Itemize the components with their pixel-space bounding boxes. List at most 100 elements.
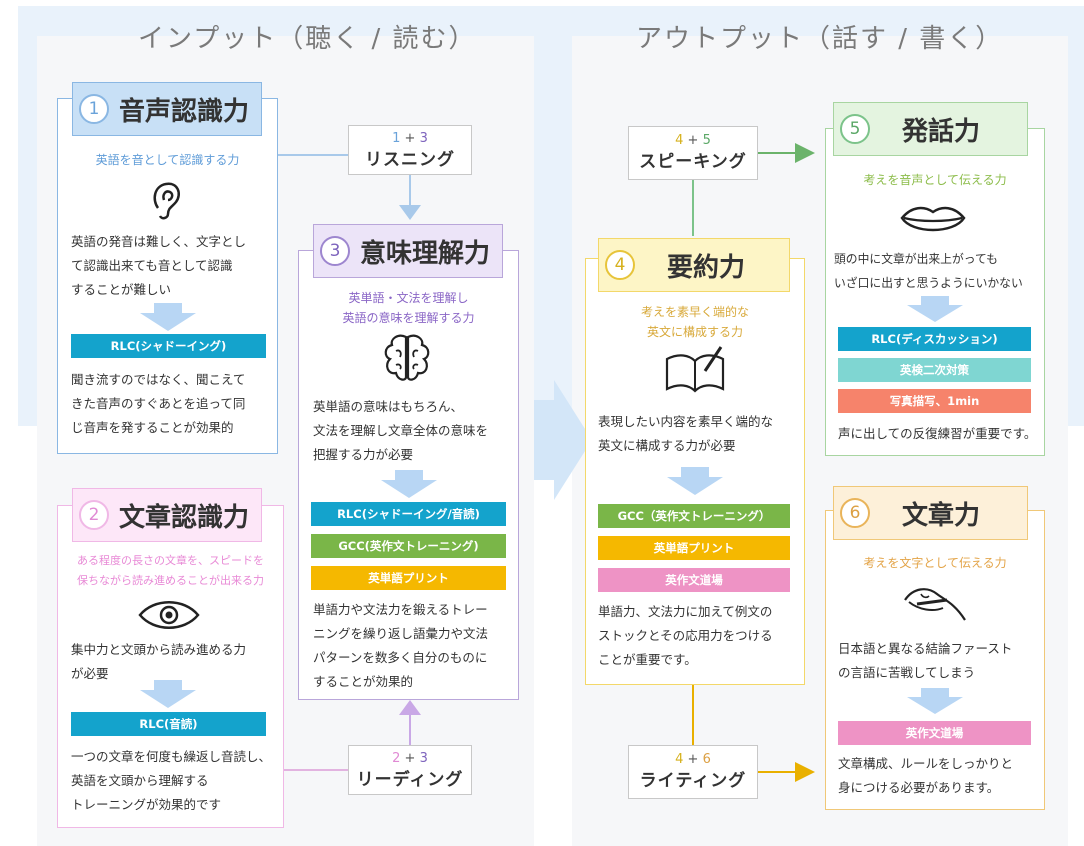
card4-result: 単語力、文法力に加えて例文の ストックとその応用力をつける ことが重要です。 xyxy=(598,600,803,672)
card5-number: 5 xyxy=(840,114,870,144)
lips-icon xyxy=(900,206,966,232)
result-line: 単語力、文法力に加えて例文の xyxy=(598,604,773,619)
desc-line: の言語に苦戦してしまう xyxy=(838,665,976,680)
down-arrow-icon xyxy=(907,688,963,714)
result-line: きた音声のすぐあとを追って同 xyxy=(71,396,246,411)
plus-sign: + xyxy=(404,131,416,146)
card2-tab: 2 文章認識力 xyxy=(72,488,262,542)
subtitle-line: 考えを素早く端的な xyxy=(640,305,749,319)
subtitle-line: ある程度の長さの文章を、スピードを xyxy=(77,554,264,567)
card1-tag: RLC(シャドーイング) xyxy=(71,334,266,358)
card-speech-recognition xyxy=(57,98,278,454)
skill-reading-label: リーディング xyxy=(356,770,464,790)
card1-title: 音声認識力 xyxy=(119,96,250,127)
subtitle-line: 英単語・文法を理解し xyxy=(348,291,469,305)
card6-number: 6 xyxy=(840,498,870,528)
plus-sign: + xyxy=(404,751,416,766)
desc-line: が必要 xyxy=(71,666,109,681)
down-arrow-icon xyxy=(140,680,196,708)
card2-title: 文章認識力 xyxy=(119,502,250,533)
desc-line: することが難しい xyxy=(71,282,172,297)
result-line: ことが重要です。 xyxy=(598,652,697,667)
card2-number: 2 xyxy=(79,500,109,530)
card1-number: 1 xyxy=(79,94,109,124)
skill-num-b: 3 xyxy=(419,751,428,766)
subtitle-line: 英文に構成する力 xyxy=(646,325,743,339)
card1-result: 聞き流すのではなく、聞こえて きた音声のすぐあとを追って同 じ音声を発することが… xyxy=(71,368,271,440)
card1-tab: 1 音声認識力 xyxy=(72,82,262,136)
plus-sign: + xyxy=(687,133,699,148)
card3-number: 3 xyxy=(320,236,350,266)
skill-speaking-nums: 4 + 5 xyxy=(629,132,757,150)
card6-tab: 6 文章力 xyxy=(833,486,1028,540)
card1-description: 英語の発音は難しく、文字とし て認識出来ても音として認識 することが難しい xyxy=(71,230,271,302)
down-arrow-icon xyxy=(140,303,196,331)
desc-line: 英文に構成する力が必要 xyxy=(598,438,736,453)
result-line: 声に出しての反復練習が重要です。 xyxy=(838,426,1037,441)
card6-tag: 英作文道場 xyxy=(838,721,1031,745)
result-line: ニングを繰り返し語彙力や文法 xyxy=(313,626,489,641)
result-line: 聞き流すのではなく、聞こえて xyxy=(71,372,246,387)
brain-icon xyxy=(384,334,430,381)
desc-line: 英単語の意味はもちろん、 xyxy=(313,399,464,414)
down-arrow-icon xyxy=(381,470,437,498)
card6-title: 文章力 xyxy=(902,500,981,531)
skill-num-a: 1 xyxy=(392,131,401,146)
input-to-output-arrow xyxy=(534,380,592,500)
skill-reading-nums: 2 + 3 xyxy=(349,750,471,768)
card4-number: 4 xyxy=(605,250,635,280)
subtitle-line: 保ちながら読み進めることが出来る力 xyxy=(77,574,264,587)
card4-tag-2: 英単語プリント xyxy=(598,536,790,560)
desc-line: 把握する力が必要 xyxy=(313,447,414,462)
skill-speaking-label: スピーキング xyxy=(639,152,747,172)
card4-tag-3: 英作文道場 xyxy=(598,568,790,592)
desc-line: いざ口に出すと思うようにいかない xyxy=(834,276,1023,290)
desc-line: 表現したい内容を素早く端的な xyxy=(598,414,774,429)
card5-tag-2: 英検二次対策 xyxy=(838,358,1031,382)
card5-result: 声に出しての反復練習が重要です。 xyxy=(838,422,1043,446)
input-section-title: インプット（聴く / 読む） xyxy=(138,24,477,54)
result-line: ストックとその応用力をつける xyxy=(598,628,773,643)
desc-line: て認識出来ても音として認識 xyxy=(71,258,233,273)
skill-listening-label: リスニング xyxy=(365,150,455,170)
writing-hand-icon xyxy=(904,588,966,621)
result-line: 単語力や文法力を鍛えるトレー xyxy=(313,602,488,617)
skill-listening: 1 + 3 リスニング xyxy=(348,125,472,175)
card2-subtitle: ある程度の長さの文章を、スピードを 保ちながら読み進めることが出来る力 xyxy=(57,551,284,591)
card6-subtitle: 考えを文字として伝える力 xyxy=(863,556,1007,570)
down-arrow-icon xyxy=(667,467,723,495)
card2-description: 集中力と文頭から読み進める力 が必要 xyxy=(71,638,276,686)
skill-num-a: 2 xyxy=(392,751,401,766)
book-icon xyxy=(665,346,725,393)
card5-description: 頭の中に文章が出来上がっても いざ口に出すと思うようにいかない xyxy=(834,247,1044,295)
card-sentence-recognition xyxy=(57,505,284,828)
card6-result: 文章構成、ルールをしっかりと 身につける必要があります。 xyxy=(838,752,1043,800)
desc-line: 頭の中に文章が出来上がっても xyxy=(834,252,998,266)
card5-tab: 5 発話力 xyxy=(833,102,1028,156)
card5-tag-1: RLC(ディスカッション) xyxy=(838,327,1031,351)
result-line: 一つの文章を何度も繰返し音読し、 xyxy=(71,749,272,764)
card3-result: 単語力や文法力を鍛えるトレー ニングを繰り返し語彙力や文法 パターンを数多く自分… xyxy=(313,598,518,694)
output-section-title: アウトプット（話す / 書く） xyxy=(636,24,1004,54)
result-line: 文章構成、ルールをしっかりと xyxy=(838,756,1014,771)
desc-line: 集中力と文頭から読み進める力 xyxy=(71,642,247,657)
down-arrow-icon xyxy=(907,296,963,322)
card3-tag-2: GCC(英作文トレーニング) xyxy=(311,534,506,558)
desc-line: 日本語と異なる結論ファースト xyxy=(838,641,1013,656)
result-line: することが効果的 xyxy=(313,674,414,689)
card5-subtitle: 考えを音声として伝える力 xyxy=(863,173,1007,187)
skill-reading: 2 + 3 リーディング xyxy=(348,745,472,795)
desc-line: 文法を理解し文章全体の意味を xyxy=(313,423,489,438)
skill-num-a: 4 xyxy=(675,752,684,767)
result-line: トレーニングが効果的です xyxy=(71,797,222,812)
card3-tag-1: RLC(シャドーイング/音読) xyxy=(311,502,506,526)
skill-num-b: 5 xyxy=(702,133,711,148)
card3-title: 意味理解力 xyxy=(360,238,491,269)
skill-num-a: 4 xyxy=(675,133,684,148)
card3-description: 英単語の意味はもちろん、 文法を理解し文章全体の意味を 把握する力が必要 xyxy=(313,395,518,467)
skill-speaking: 4 + 5 スピーキング xyxy=(628,126,758,180)
card4-tab: 4 要約力 xyxy=(598,238,790,292)
card4-title: 要約力 xyxy=(667,252,746,283)
subtitle-line: 英語の意味を理解する力 xyxy=(342,311,475,325)
